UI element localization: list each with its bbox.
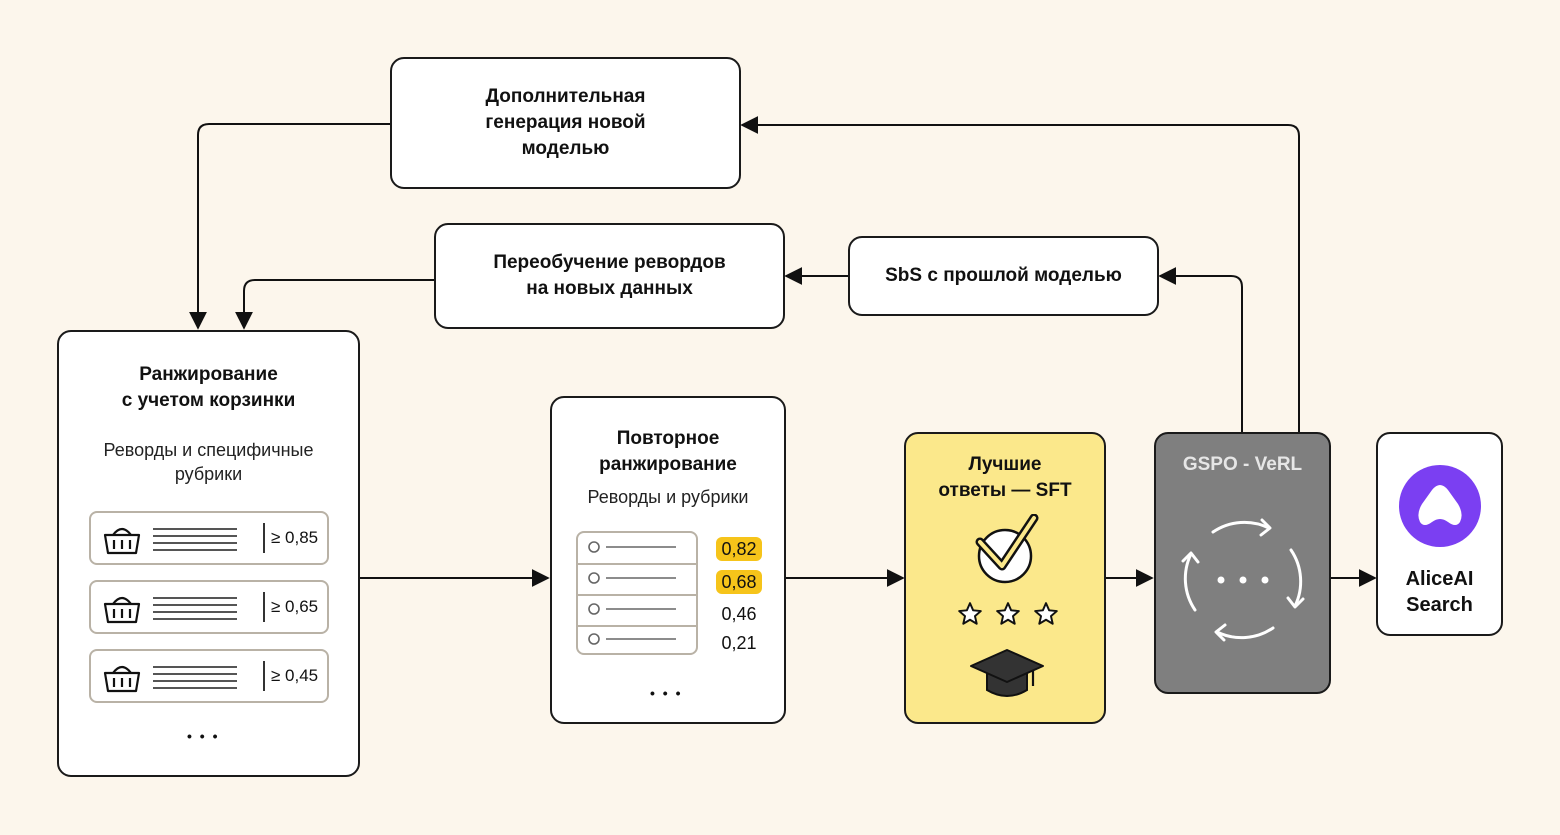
sbs-title: SbS с прошлой моделью <box>885 265 1122 286</box>
rerank-title: Повторное ранжирование <box>599 428 737 475</box>
rerank-score: 0,82 <box>716 537 762 561</box>
gspo-title: GSPO - VeRL <box>1182 454 1303 475</box>
check-badge-icon <box>975 514 1039 584</box>
rerank-subtitle: Реворды и рубрики <box>587 487 749 507</box>
star-icon <box>958 602 982 625</box>
ranking-subtitle: Реворды и специфичные рубрики <box>103 440 314 484</box>
ranking-row: ≥ 0,65 <box>89 580 329 634</box>
gspo-node: GSPO - VeRL <box>1154 432 1331 694</box>
alice-logo-icon <box>1399 465 1481 547</box>
sft-title: Лучшие ответы — SFT <box>938 454 1072 501</box>
alice-search-node: AliceAI Search <box>1376 432 1503 636</box>
basket-icon <box>103 596 141 624</box>
retrain-rewards-title: Переобучение ревордов на новых данных <box>493 252 726 299</box>
sbs-node: SbS с прошлой моделью <box>848 236 1159 316</box>
ranking-title: Ранжирование с учетом корзинки <box>121 364 296 411</box>
arrow-retrain-to-ranking <box>235 279 434 330</box>
rerank-ellipsis: • • • <box>650 685 683 701</box>
rerank-score: 0,21 <box>721 633 757 653</box>
rerank-node: Повторное ранжирование Реворды и рубрики… <box>550 396 786 724</box>
cycle-arrows-icon <box>1181 518 1305 642</box>
alice-search-title: AliceAI Search <box>1405 568 1474 616</box>
rerank-list <box>576 531 698 655</box>
ranking-threshold: ≥ 0,45 <box>263 661 318 691</box>
ranking-threshold: ≥ 0,65 <box>263 592 318 622</box>
rerank-score: 0,46 <box>721 604 757 624</box>
extra-generation-node: Дополнительная генерация новой моделью <box>390 57 741 189</box>
ranking-node: Ранжирование с учетом корзинки Реворды и… <box>57 330 360 777</box>
ranking-row: ≥ 0,45 <box>89 649 329 703</box>
extra-generation-title: Дополнительная генерация новой моделью <box>485 86 646 159</box>
sft-node: Лучшие ответы — SFT <box>904 432 1106 724</box>
basket-icon <box>103 527 141 555</box>
graduation-cap-icon <box>970 649 1044 697</box>
list-item-markers <box>588 541 676 645</box>
basket-icon <box>103 665 141 693</box>
arrow-gspo-to-extra-gen <box>740 116 1300 432</box>
ranking-threshold: ≥ 0,85 <box>263 523 318 553</box>
rerank-score: 0,68 <box>716 570 762 594</box>
arrow-gspo-to-sbs <box>1158 267 1243 432</box>
retrain-rewards-node: Переобучение ревордов на новых данных <box>434 223 785 329</box>
star-icon <box>996 602 1020 625</box>
ranking-ellipsis: • • • <box>187 728 220 744</box>
star-icon <box>1034 602 1058 625</box>
ranking-row: ≥ 0,85 <box>89 511 329 565</box>
arrow-extra-gen-to-ranking <box>189 123 390 330</box>
